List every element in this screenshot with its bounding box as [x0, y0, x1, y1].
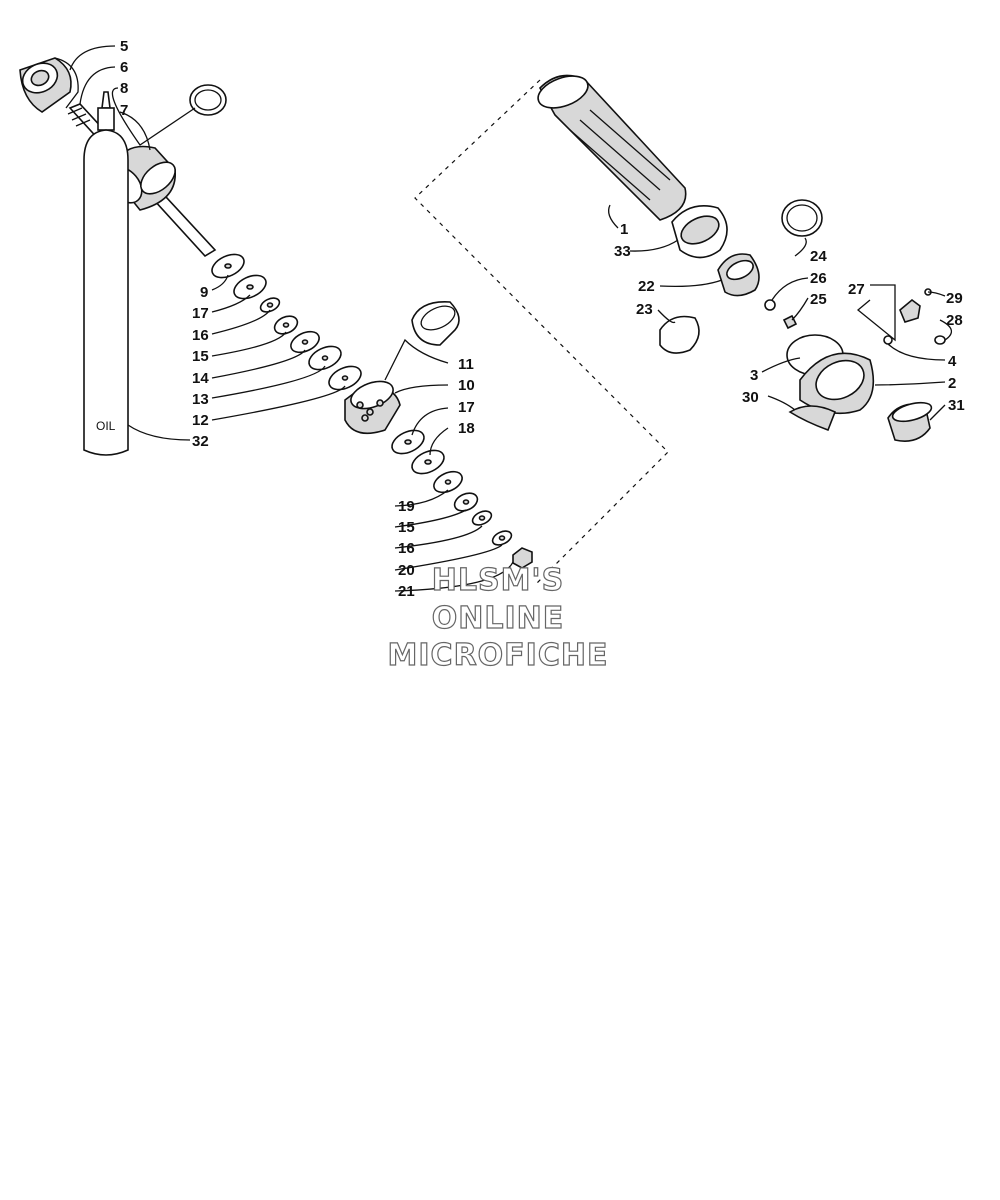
callout-19: 19 — [398, 498, 415, 515]
piston-band-11 — [411, 301, 460, 346]
callout-27: 27 — [848, 281, 865, 298]
spacer-30 — [788, 405, 837, 432]
shock-body-1 — [537, 74, 687, 221]
bushing-31 — [887, 401, 933, 442]
callout-10: 10 — [458, 377, 475, 394]
assembly-guide-dashed — [414, 79, 669, 585]
callout-17a: 17 — [192, 305, 209, 322]
oil-bottle-text: OIL — [96, 419, 116, 433]
callout-5: 5 — [120, 38, 128, 55]
callout-31: 31 — [948, 397, 965, 414]
watermark-line-3: MICROFICHE — [388, 638, 609, 673]
callout-8: 8 — [120, 80, 128, 97]
callout-12: 12 — [192, 412, 209, 429]
callout-17b: 17 — [458, 399, 475, 416]
ring-24 — [781, 199, 823, 237]
callout-25: 25 — [810, 291, 827, 308]
leader-lines — [69, 45, 952, 592]
valve-27 — [883, 288, 946, 345]
shim-stack-upper — [211, 253, 362, 391]
oil-bottle: OIL — [83, 91, 129, 456]
bushing-22 — [717, 253, 760, 297]
callout-29: 29 — [946, 290, 963, 307]
callout-24: 24 — [810, 248, 827, 265]
callout-20: 20 — [398, 562, 415, 579]
callout-13: 13 — [192, 391, 209, 408]
callout-18: 18 — [458, 420, 475, 437]
watermark-line-1: HLSM'S — [432, 563, 564, 598]
piston-10 — [344, 380, 401, 435]
collar-33 — [671, 205, 728, 259]
callout-28: 28 — [946, 312, 963, 329]
callout-33: 33 — [614, 243, 631, 260]
callout-11: 11 — [458, 356, 474, 373]
callout-23: 23 — [636, 301, 653, 318]
callout-3: 3 — [750, 367, 758, 384]
callout-26: 26 — [810, 270, 827, 287]
callout-21: 21 — [398, 583, 415, 600]
callout-22: 22 — [638, 278, 655, 295]
eye-mount — [19, 57, 79, 113]
callout-32: 32 — [192, 433, 209, 450]
callout-30: 30 — [742, 389, 759, 406]
callout-15a: 15 — [192, 348, 209, 365]
callout-15b: 15 — [398, 519, 415, 536]
callout-16b: 16 — [398, 540, 415, 557]
callout-9: 9 — [200, 284, 208, 301]
small-parts-25-26 — [764, 299, 798, 330]
callout-6: 6 — [120, 59, 128, 76]
callout-4: 4 — [948, 353, 957, 370]
shim-stack-lower — [391, 429, 533, 569]
o-ring-8 — [189, 84, 227, 116]
watermark: HLSM'S ONLINE MICROFICHE — [387, 562, 609, 673]
callout-7: 7 — [120, 102, 128, 119]
watermark-line-2: ONLINE — [432, 601, 565, 636]
ring-23 — [659, 315, 700, 354]
reservoir-2-3 — [786, 334, 875, 415]
callout-16a: 16 — [192, 327, 209, 344]
callout-14: 14 — [192, 370, 209, 387]
callout-2: 2 — [948, 375, 956, 392]
callout-1: 1 — [620, 221, 628, 238]
callouts: 5 6 8 7 9 17 16 15 14 13 12 32 11 10 17 … — [120, 38, 965, 600]
